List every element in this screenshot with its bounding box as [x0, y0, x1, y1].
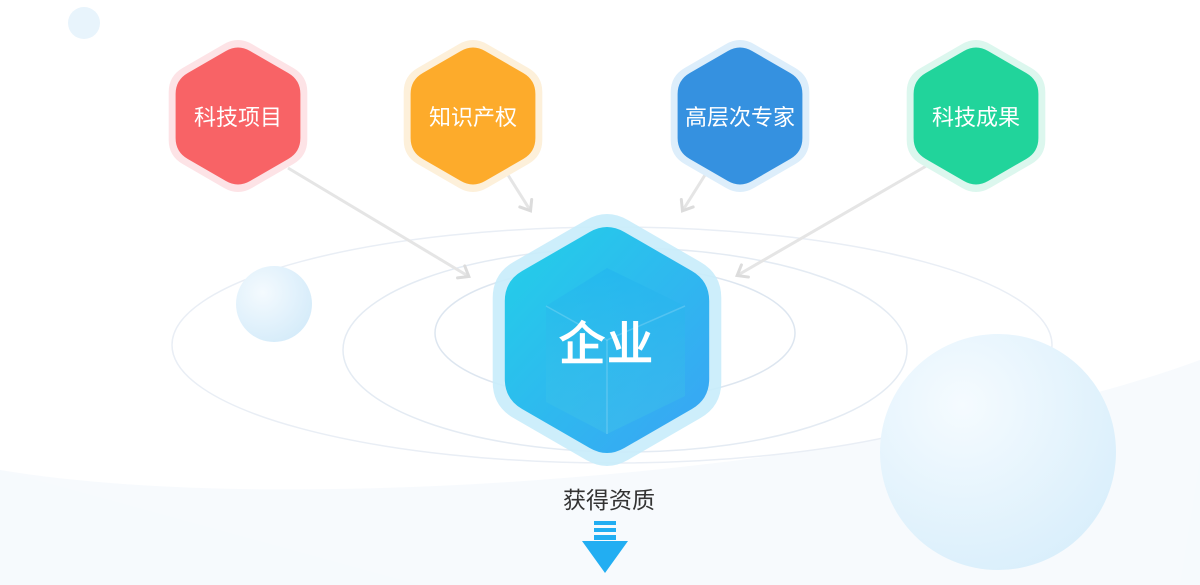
input-hexagon-ip [410, 47, 536, 185]
bubble-small [68, 7, 100, 39]
center-label: 企业 [559, 317, 655, 371]
down-arrow-icon [582, 521, 628, 573]
input-label-experts: 高层次专家 [684, 106, 796, 131]
input-hexagon-achievements [913, 47, 1039, 185]
input-label-tech-project: 科技项目 [193, 106, 283, 131]
input-hexagon-experts [677, 47, 803, 185]
cube-icon [545, 268, 686, 434]
floor-shade [0, 360, 1200, 585]
connector-arrow-2 [506, 174, 534, 213]
result-label: 获得资质 [563, 488, 655, 514]
connector-arrow-1 [287, 166, 471, 280]
input-hexagon-tech-project [175, 47, 301, 185]
input-label-ip: 知识产权 [428, 106, 518, 131]
input-label-achievements: 科技成果 [931, 106, 1021, 131]
bubble-left [236, 266, 312, 342]
connector-arrow-3 [679, 174, 707, 213]
center-hexagon [492, 214, 722, 466]
connector-arrow-4 [735, 163, 929, 279]
input-hexagons [168, 40, 1046, 192]
bubble-right [880, 334, 1116, 570]
